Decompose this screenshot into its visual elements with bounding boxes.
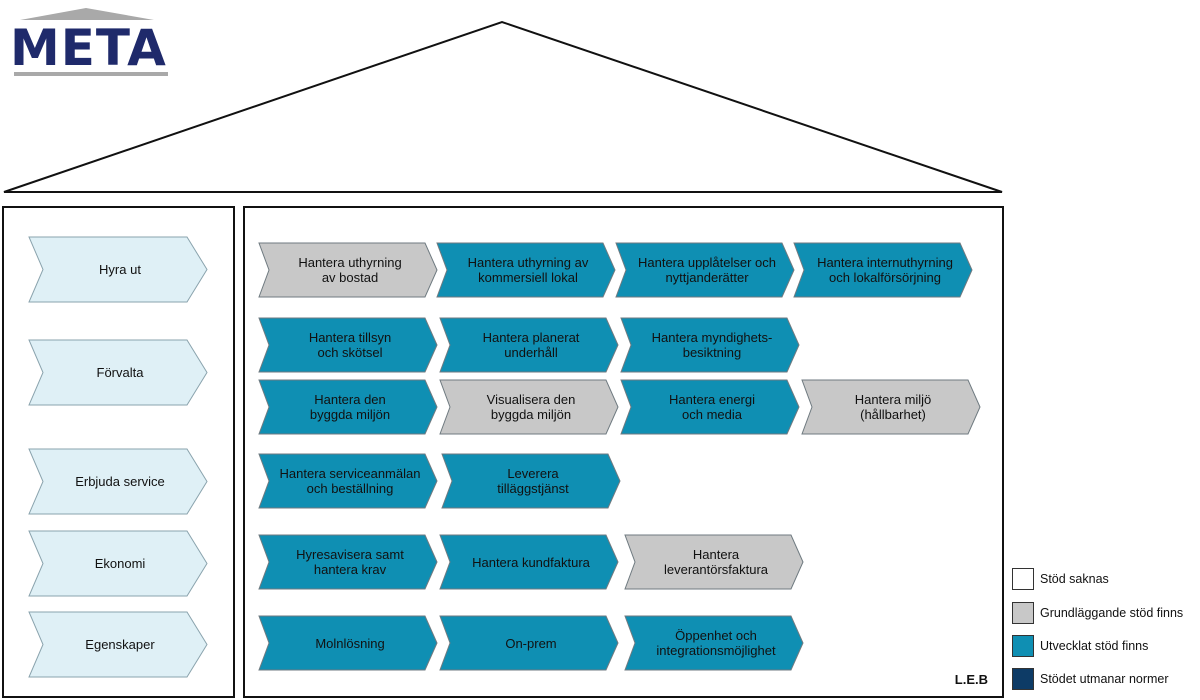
capability-11-label: Hantera miljö (hållbarhet) — [854, 392, 932, 422]
capability-12[interactable]: Hantera serviceanmälan och beställning — [258, 453, 438, 509]
capability-17-label: Molnlösning — [315, 635, 385, 651]
logo-text: META — [10, 19, 167, 77]
legend-item-3: Utvecklat stöd finns — [1012, 633, 1148, 659]
capability-6-label: Hantera planerat underhåll — [482, 330, 580, 360]
capability-19-label: Öppenhet och integrationsmöjlighet — [656, 628, 776, 658]
category-5-label: Egenskaper — [85, 637, 155, 652]
capability-16-label: Hantera leverantörsfaktura — [663, 547, 769, 577]
capability-8[interactable]: Hantera den byggda miljön — [258, 379, 438, 435]
roof-triangle — [3, 20, 1003, 193]
legend-label: Grundläggande stöd finns — [1040, 606, 1184, 620]
legend-label: Utvecklat stöd finns — [1040, 639, 1149, 653]
legend-label: Stödet utmanar normer — [1040, 672, 1169, 686]
capability-4-label: Hantera internuthyrning och lokalförsörj… — [817, 255, 953, 285]
capability-5[interactable]: Hantera tillsyn och skötsel — [258, 317, 438, 373]
capability-4[interactable]: Hantera internuthyrning och lokalförsörj… — [793, 242, 973, 298]
capability-3-label: Hantera upplåtelser och nyttjanderätter — [637, 255, 777, 285]
capability-13-label: Leverera tilläggstjänst — [497, 466, 569, 496]
capability-2-label: Hantera uthyrning av kommersiell lokal — [467, 255, 589, 285]
capability-18-label: On-prem — [505, 635, 557, 651]
capability-3[interactable]: Hantera upplåtelser och nyttjanderätter — [615, 242, 795, 298]
legend-swatch — [1012, 668, 1034, 690]
category-2-label: Förvalta — [96, 365, 144, 380]
legend-item-4: Stödet utmanar normer — [1012, 666, 1169, 692]
meta-logo: META — [6, 4, 168, 78]
legend-label: Stöd saknas — [1040, 572, 1109, 586]
category-5[interactable]: Egenskaper — [28, 611, 208, 678]
logo-roof-icon — [14, 8, 168, 76]
category-3-label: Erbjuda service — [75, 474, 165, 489]
capability-10[interactable]: Hantera energi och media — [620, 379, 800, 435]
category-1[interactable]: Hyra ut — [28, 236, 208, 303]
legend-item-2: Grundläggande stöd finns — [1012, 600, 1183, 626]
legend-swatch — [1012, 568, 1034, 590]
capability-7[interactable]: Hantera myndighets- besiktning — [620, 317, 800, 373]
capability-9-label: Visualisera den byggda miljön — [486, 392, 576, 422]
capability-14-label: Hyresavisera samt hantera krav — [296, 547, 404, 577]
capability-2[interactable]: Hantera uthyrning av kommersiell lokal — [436, 242, 616, 298]
capability-15-label: Hantera kundfaktura — [472, 554, 590, 570]
capability-8-label: Hantera den byggda miljön — [309, 392, 391, 422]
category-1-label: Hyra ut — [99, 262, 141, 277]
category-4-label: Ekonomi — [94, 556, 146, 571]
capability-9[interactable]: Visualisera den byggda miljön — [439, 379, 619, 435]
category-4[interactable]: Ekonomi — [28, 530, 208, 597]
category-3[interactable]: Erbjuda service — [28, 448, 208, 515]
capability-10-label: Hantera energi och media — [669, 392, 755, 422]
capability-12-label: Hantera serviceanmälan och beställning — [279, 466, 421, 496]
capability-13[interactable]: Leverera tilläggstjänst — [441, 453, 621, 509]
category-2[interactable]: Förvalta — [28, 339, 208, 406]
capability-11[interactable]: Hantera miljö (hållbarhet) — [801, 379, 981, 435]
legend-swatch — [1012, 635, 1034, 657]
capability-7-label: Hantera myndighets- besiktning — [651, 330, 773, 360]
legend-item-1: Stöd saknas — [1012, 566, 1109, 592]
capability-15[interactable]: Hantera kundfaktura — [439, 534, 619, 590]
author-initials: L.E.B — [954, 672, 988, 687]
capability-18[interactable]: On-prem — [439, 615, 619, 671]
capability-6[interactable]: Hantera planerat underhåll — [439, 317, 619, 373]
capability-16[interactable]: Hantera leverantörsfaktura — [624, 534, 804, 590]
capability-19[interactable]: Öppenhet och integrationsmöjlighet — [624, 615, 804, 671]
capability-14[interactable]: Hyresavisera samt hantera krav — [258, 534, 438, 590]
capability-1[interactable]: Hantera uthyrning av bostad — [258, 242, 438, 298]
capability-1-label: Hantera uthyrning av bostad — [298, 255, 402, 285]
capability-17[interactable]: Molnlösning — [258, 615, 438, 671]
legend-swatch — [1012, 602, 1034, 624]
capability-5-label: Hantera tillsyn och skötsel — [308, 330, 392, 360]
